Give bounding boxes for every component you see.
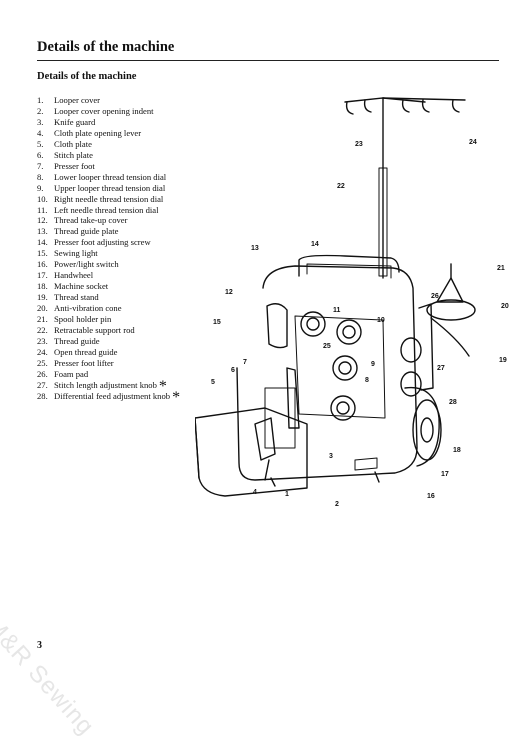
callout-7: 7 <box>243 359 247 366</box>
list-item: 27.Stitch length adjustment knob* <box>37 377 167 395</box>
list-item: 6.Stitch plate <box>37 149 93 160</box>
callout-9: 9 <box>371 361 375 368</box>
list-item: 10.Right needle thread tension dial <box>37 193 164 204</box>
page-number: 3 <box>37 640 42 651</box>
callout-24: 24 <box>469 139 477 146</box>
callout-23: 23 <box>355 141 363 148</box>
page-title: Details of the machine <box>37 39 175 55</box>
list-item: 11.Left needle thread tension dial <box>37 204 159 215</box>
title-divider <box>37 60 499 62</box>
section-heading: Details of the machine <box>37 71 137 82</box>
callout-18: 18 <box>453 447 461 454</box>
list-item: 17.Handwheel <box>37 270 94 281</box>
list-item: 23.Thread guide <box>37 335 100 346</box>
callout-labels: 1 2 3 4 5 6 7 8 9 10 11 12 13 14 15 16 1… <box>211 139 509 508</box>
list-item: 1.Looper cover <box>37 95 101 105</box>
callout-21: 21 <box>497 265 505 272</box>
list-item: 21.Spool holder pin <box>37 314 112 325</box>
list-item: 15.Sewing light <box>37 248 98 259</box>
callout-14: 14 <box>311 241 319 248</box>
callout-11: 11 <box>333 307 341 314</box>
callout-28: 28 <box>449 399 457 406</box>
list-item: 8.Lower looper thread tension dial <box>37 171 167 182</box>
callout-13: 13 <box>251 245 259 252</box>
callout-17: 17 <box>441 471 449 478</box>
list-item: 25.Presser foot lifter <box>37 357 114 368</box>
callout-22: 22 <box>337 183 345 190</box>
list-item: 12.Thread take-up cover <box>37 215 128 226</box>
callout-20: 20 <box>501 303 509 310</box>
asterisk-mark: * <box>172 388 181 406</box>
list-item: 2.Looper cover opening indent <box>37 105 154 116</box>
list-item: 18.Machine socket <box>37 281 109 292</box>
callout-26: 26 <box>431 293 439 300</box>
list-item: 24.Open thread guide <box>37 346 118 357</box>
parts-list: 1.Looper cover 2.Looper cover opening in… <box>37 95 181 406</box>
callout-4: 4 <box>253 489 257 496</box>
callout-3: 3 <box>329 453 333 460</box>
list-item: 13.Thread guide plate <box>37 226 119 237</box>
callout-8: 8 <box>365 377 369 384</box>
callout-12: 12 <box>225 289 233 296</box>
callout-2: 2 <box>335 501 339 508</box>
list-item: 3.Knife guard <box>37 116 96 127</box>
list-item: 16.Power/light switch <box>37 259 119 270</box>
machine-diagram: 1 2 3 4 5 6 7 8 9 10 11 12 13 14 15 16 1… <box>195 97 509 508</box>
list-item: 5.Cloth plate <box>37 138 92 149</box>
callout-27: 27 <box>437 365 445 372</box>
list-item: 28.Differential feed adjustment knob* <box>37 388 181 406</box>
callout-1: 1 <box>285 491 289 498</box>
callout-15: 15 <box>213 319 221 326</box>
list-item: 22.Retractable support rod <box>37 325 135 336</box>
asterisk-mark: * <box>158 377 167 395</box>
list-item: 7.Presser foot <box>37 160 95 171</box>
callout-10: 10 <box>377 317 385 324</box>
callout-25: 25 <box>323 343 331 350</box>
callout-6: 6 <box>231 367 235 374</box>
list-item: 20.Anti-vibration cone <box>37 303 122 314</box>
list-item: 9.Upper looper thread tension dial <box>37 182 166 193</box>
callout-16: 16 <box>427 493 435 500</box>
list-item: 4.Cloth plate opening lever <box>37 127 142 138</box>
list-item: 19.Thread stand <box>37 292 99 303</box>
watermark: M&R Sewing <box>0 612 100 741</box>
callout-19: 19 <box>499 357 507 364</box>
list-item: 14.Presser foot adjusting screw <box>37 237 151 248</box>
callout-5: 5 <box>211 379 215 386</box>
list-item: 26.Foam pad <box>37 368 89 379</box>
